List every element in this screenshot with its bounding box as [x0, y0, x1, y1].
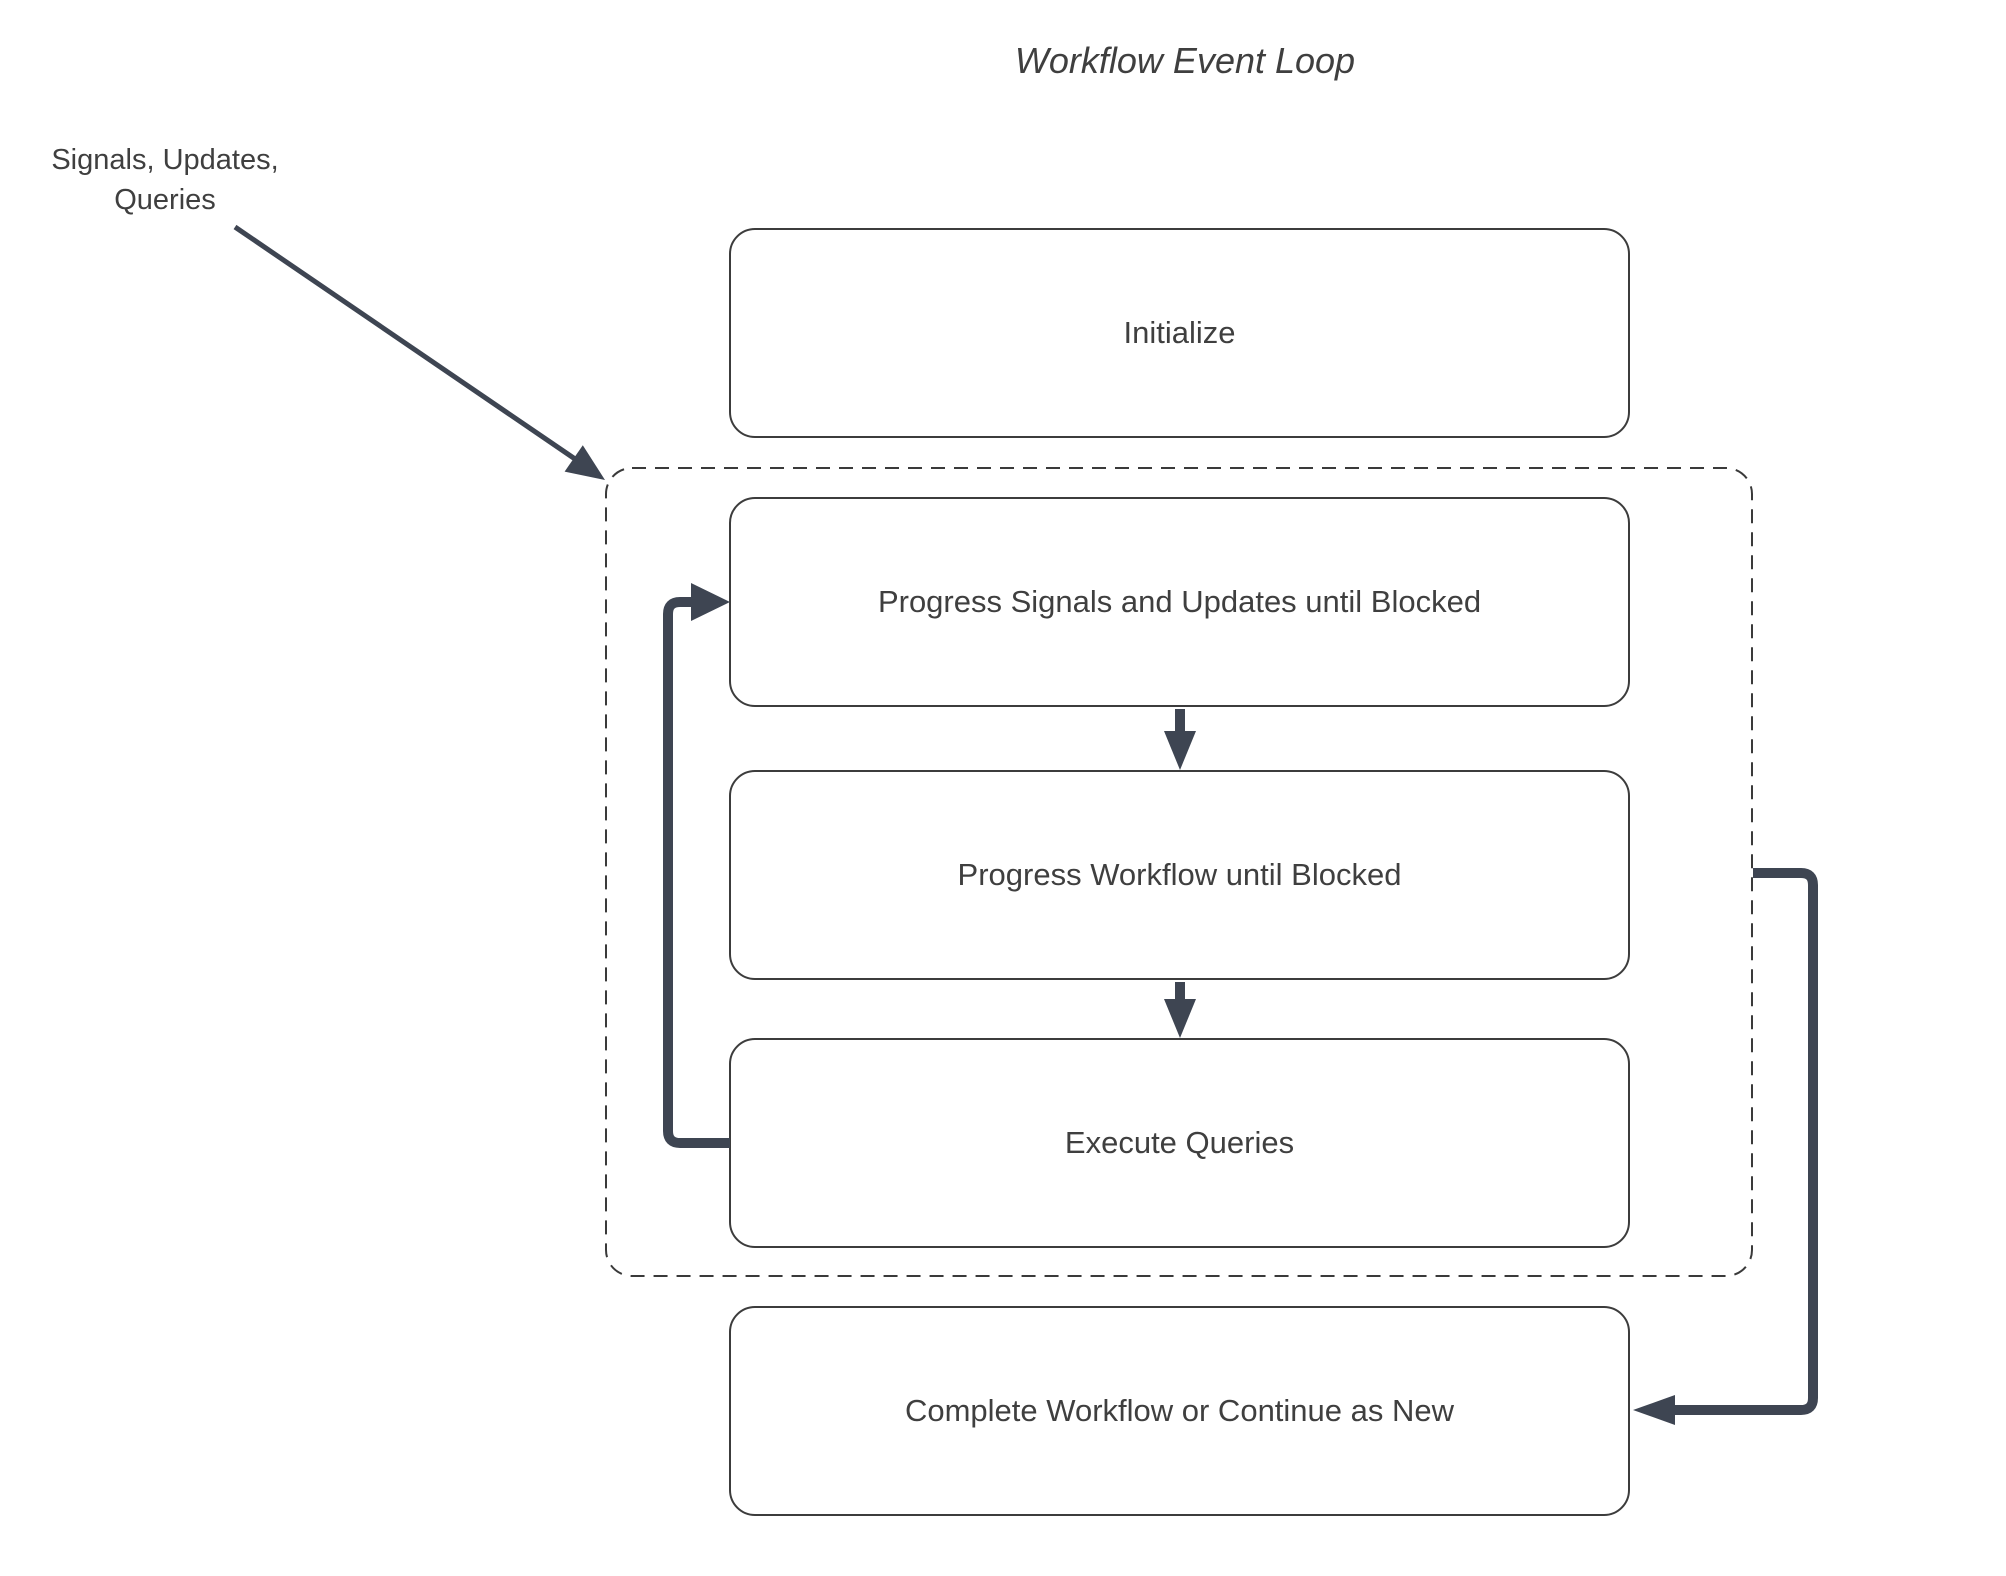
- node-execute-queries: Execute Queries: [729, 1038, 1630, 1248]
- diagram-title: Workflow Event Loop: [1014, 40, 1356, 81]
- node-progress-workflow: Progress Workflow until Blocked: [729, 770, 1630, 980]
- node-complete-workflow: Complete Workflow or Continue as New: [729, 1306, 1630, 1516]
- node-progress-signals-updates: Progress Signals and Updates until Block…: [729, 497, 1630, 707]
- arrow-signals-to-workflow-head-icon: [1164, 731, 1196, 770]
- exit-loop-arrowhead-icon: [1633, 1395, 1675, 1425]
- loop-back-arrow: [663, 597, 730, 1148]
- arrow-workflow-to-queries-head-icon: [1164, 999, 1196, 1038]
- signals-updates-queries-label: Signals, Updates, Queries: [51, 144, 279, 216]
- exit-loop-arrow: [1674, 868, 1818, 1415]
- signals-input-arrowhead-icon: [564, 445, 605, 480]
- signals-input-arrow: [233, 224, 580, 464]
- loop-back-arrowhead-icon: [691, 583, 730, 621]
- node-initialize: Initialize: [729, 228, 1630, 438]
